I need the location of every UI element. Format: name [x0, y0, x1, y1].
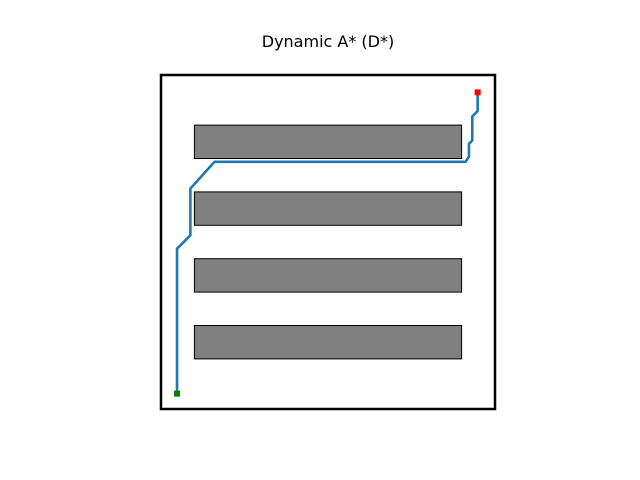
obstacle-layer — [193, 124, 463, 360]
chart-title: Dynamic A* (D*) — [261, 32, 395, 51]
planned-path — [175, 91, 479, 395]
start-marker — [174, 390, 181, 397]
obstacle-4 — [193, 325, 463, 360]
obstacle-1 — [193, 124, 463, 159]
goal-marker — [474, 89, 481, 96]
obstacle-2 — [193, 191, 463, 226]
obstacle-3 — [193, 258, 463, 293]
